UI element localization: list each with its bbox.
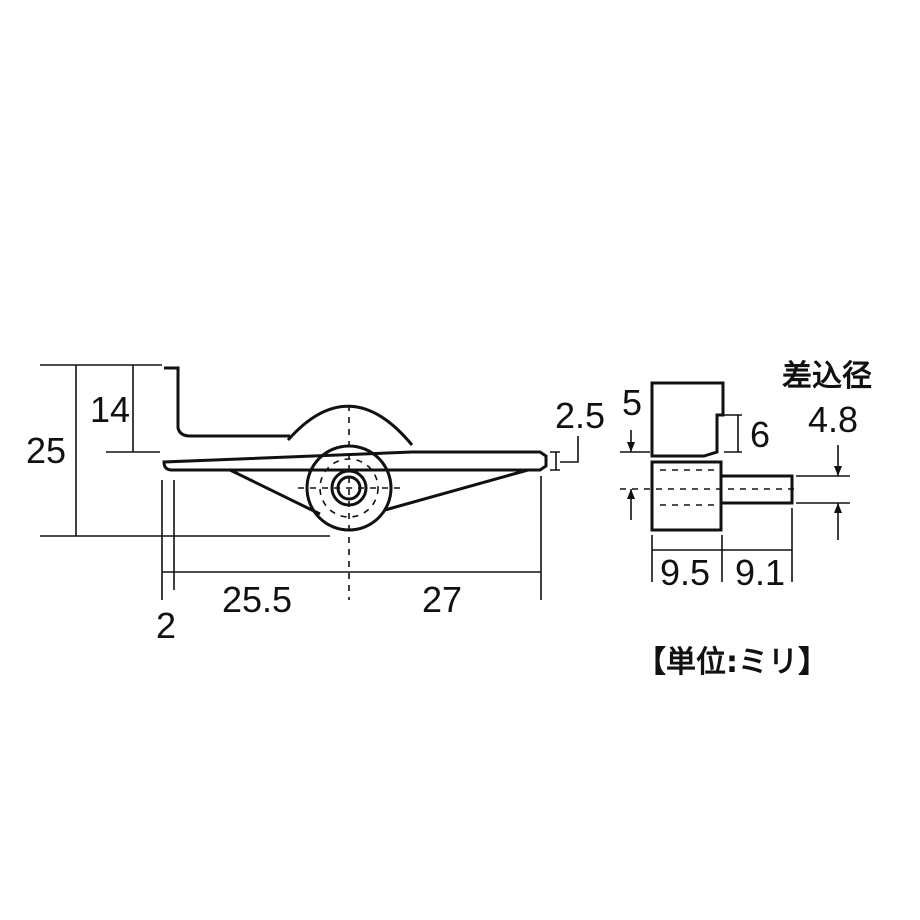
dim-pin-length: 9.1 — [735, 552, 785, 593]
dim-right-length: 27 — [422, 579, 462, 620]
dim-side-top: 5 — [622, 382, 642, 423]
dim-upper-height: 14 — [90, 389, 130, 430]
dim-left-length: 25.5 — [222, 579, 292, 620]
side-view: 5 6 差込径 4.8 9.5 9.1 【単位:ミリ】 — [620, 359, 872, 680]
side-wheel — [650, 460, 723, 532]
dim-pin-diameter: 4.8 — [808, 399, 858, 440]
bracket-outline — [162, 366, 548, 472]
side-body — [650, 381, 725, 458]
wheel-arc — [286, 404, 414, 446]
insert-diameter-label: 差込径 — [782, 359, 872, 394]
front-view: 25 14 2 25.5 27 2.5 — [26, 364, 605, 646]
dim-side-width: 9.5 — [660, 552, 710, 593]
bracket-plate — [229, 468, 529, 516]
dim-side-step: 6 — [750, 414, 770, 455]
unit-note: 【単位:ミリ】 — [636, 645, 828, 680]
dim-tip-thickness: 2.5 — [555, 395, 605, 436]
dim-left-thickness: 2 — [156, 605, 176, 646]
dim-overall-height: 25 — [26, 430, 66, 471]
